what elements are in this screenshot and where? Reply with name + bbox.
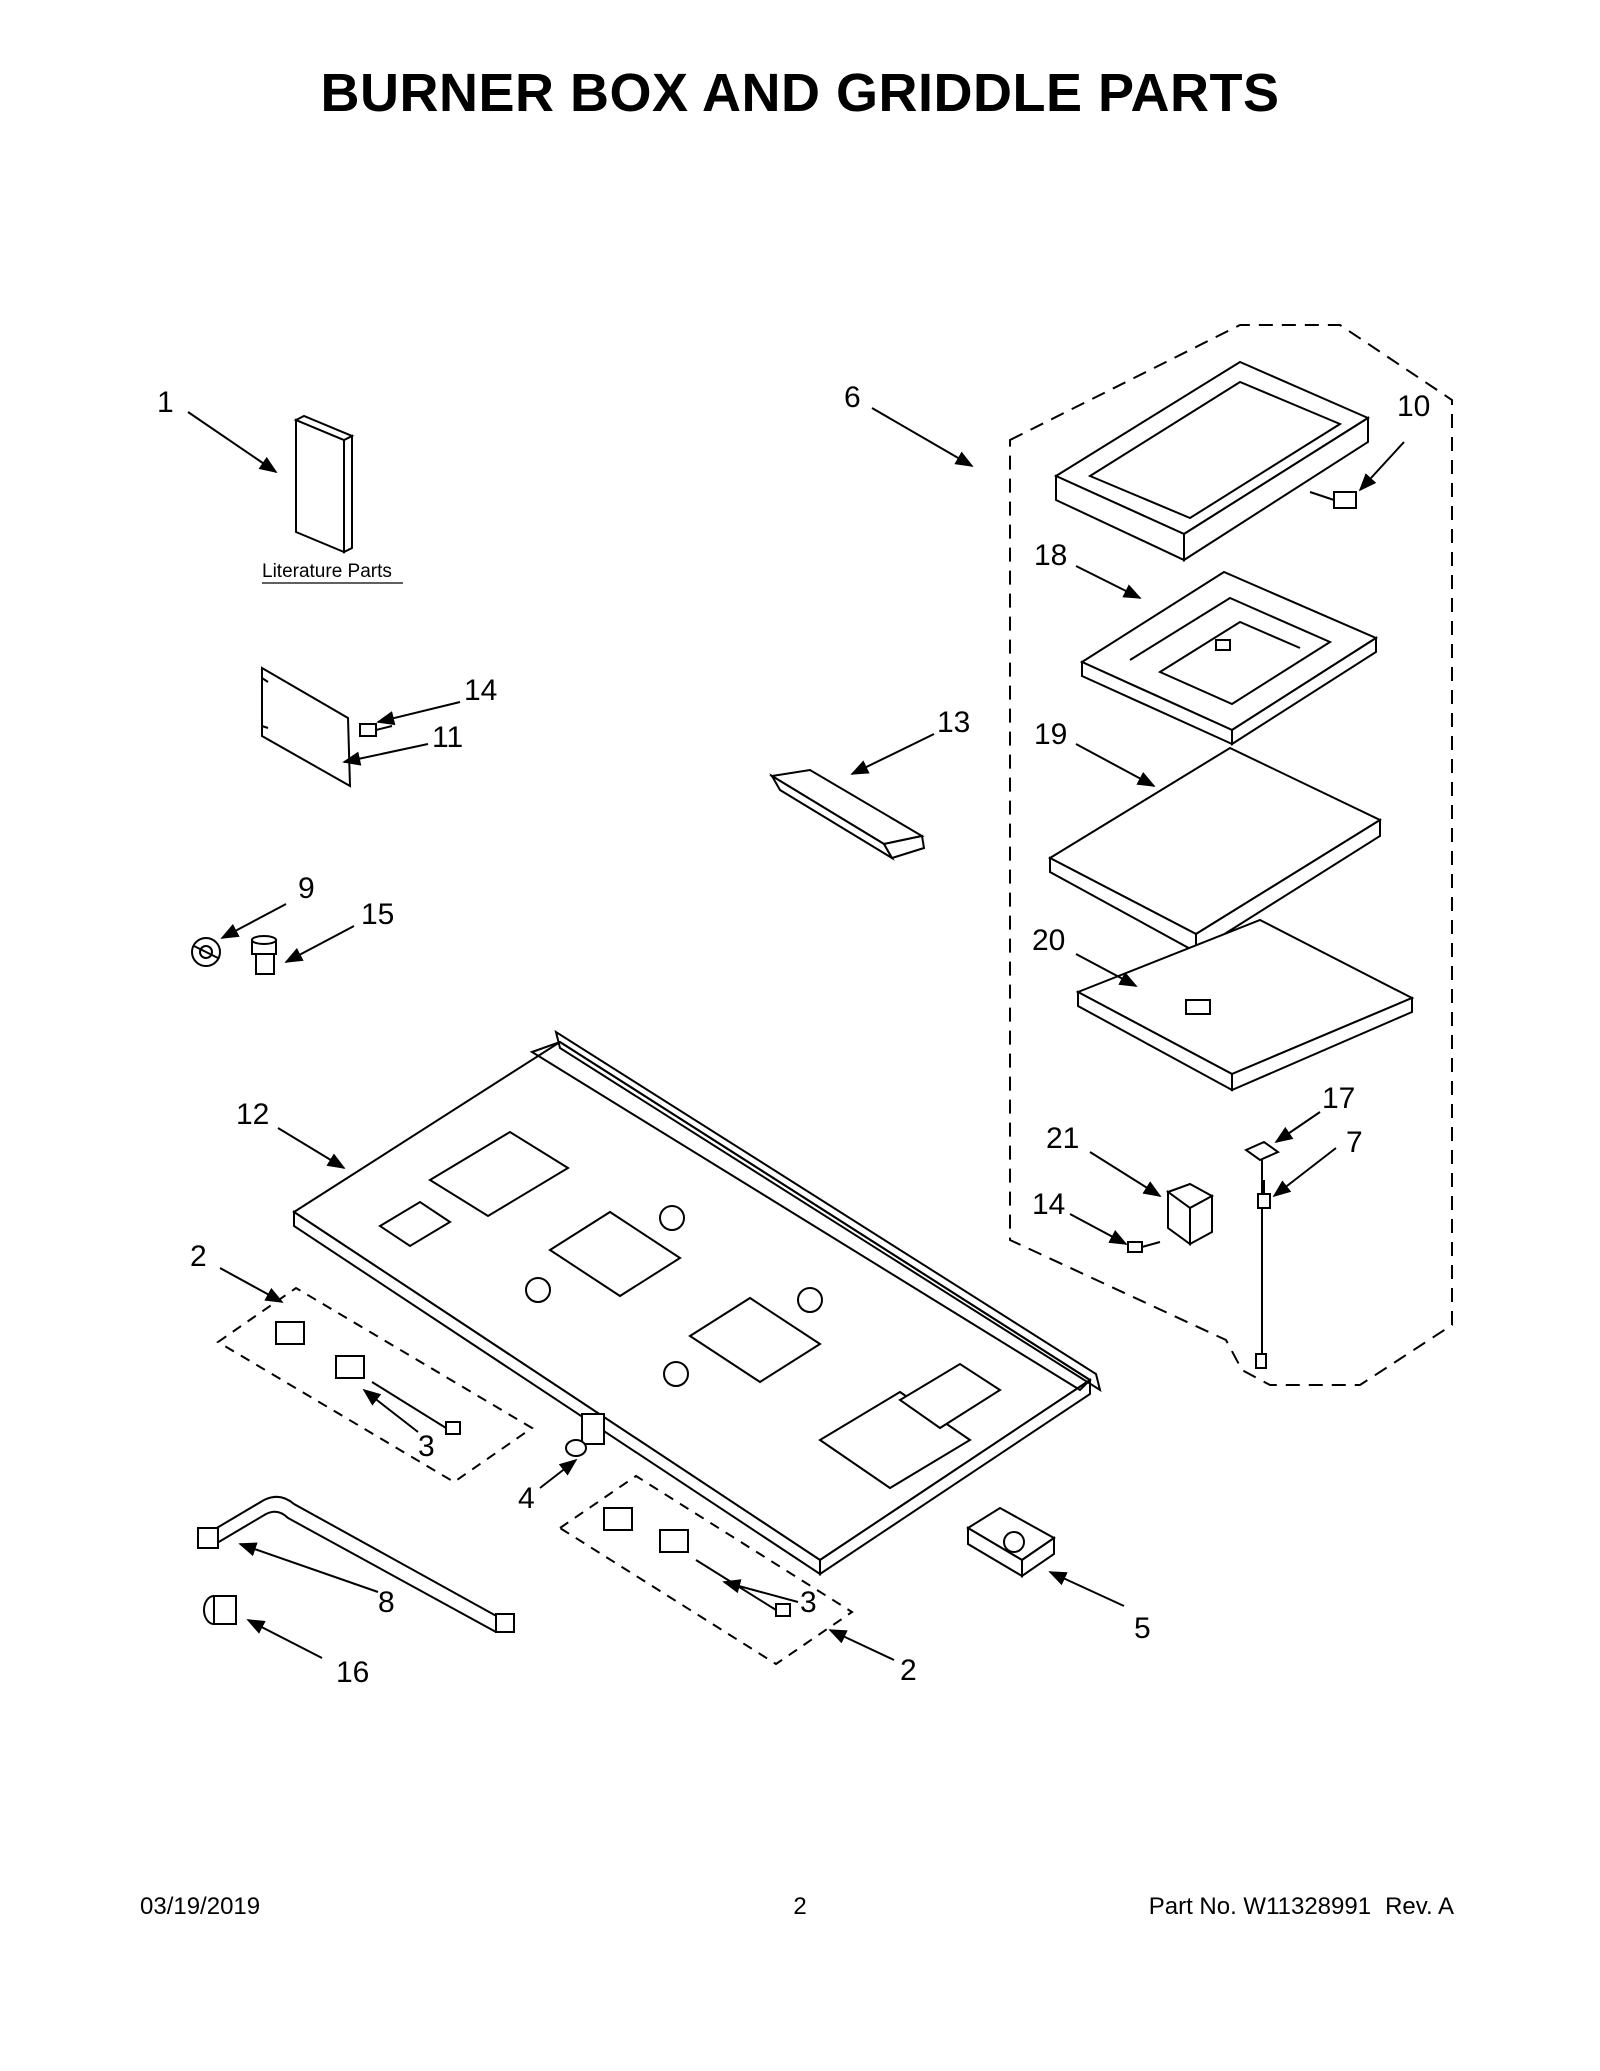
callout-16: 16 xyxy=(336,1656,369,1689)
page-title: BURNER BOX AND GRIDDLE PARTS xyxy=(320,63,1280,123)
part-12-burner-box xyxy=(292,1029,1102,1576)
callout-2-right: 2 xyxy=(900,1654,917,1687)
revision: Rev. A xyxy=(1385,1893,1454,1920)
griddle-assembly-boundary xyxy=(1009,324,1453,1386)
part-18-heating-element xyxy=(1079,570,1379,746)
part-15-fitting xyxy=(251,935,277,975)
part-5-spark-module xyxy=(966,1506,1056,1578)
callout-19: 19 xyxy=(1034,718,1067,751)
part-14-screw-lower xyxy=(1127,1241,1161,1253)
footer-part-number: Part No. W11328991 Rev. A xyxy=(1149,1893,1454,1921)
part-20-griddle-pan xyxy=(1075,918,1415,1092)
callout-17: 17 xyxy=(1322,1082,1355,1115)
leader-arrows xyxy=(187,407,1405,1661)
callout-11: 11 xyxy=(432,721,463,754)
callout-18: 18 xyxy=(1034,539,1067,572)
burner-valve-cluster xyxy=(525,1205,823,1387)
valve-assembly-boundary-right xyxy=(558,1474,854,1666)
part-11-bracket-plate xyxy=(261,666,352,788)
callout-10: 10 xyxy=(1397,390,1430,423)
callout-2-left: 2 xyxy=(190,1240,207,1273)
callout-8: 8 xyxy=(378,1586,395,1619)
part-number: Part No. W11328991 xyxy=(1148,1893,1372,1920)
footer-date: 03/19/2019 xyxy=(140,1893,261,1920)
part-21-bracket xyxy=(1165,1182,1215,1246)
part-1-literature-booklet xyxy=(293,414,355,554)
part-9-orifice-cap xyxy=(191,937,221,967)
part-10-griddle-plate xyxy=(1053,360,1371,562)
part-3-wire-harness-left xyxy=(275,1321,461,1435)
callout-15: 15 xyxy=(361,898,394,931)
callout-9: 9 xyxy=(298,872,315,905)
part-4-regulator xyxy=(565,1413,605,1457)
part-10-screw xyxy=(1309,491,1357,509)
footer-page-number: 2 xyxy=(793,1893,807,1920)
callout-5: 5 xyxy=(1134,1612,1151,1645)
part-13-drip-tray xyxy=(769,768,926,861)
part-16-fitting xyxy=(203,1595,237,1625)
part-7-screw xyxy=(1257,1180,1271,1209)
callout-14-upper: 14 xyxy=(464,674,497,707)
callout-12: 12 xyxy=(236,1098,269,1131)
callout-6: 6 xyxy=(844,381,861,414)
callout-4: 4 xyxy=(518,1482,535,1515)
callout-3-left: 3 xyxy=(418,1430,435,1463)
part-14-screw-upper xyxy=(359,723,393,737)
callout-13: 13 xyxy=(937,706,970,739)
callout-14-lower: 14 xyxy=(1032,1188,1065,1221)
part-19-insulation xyxy=(1047,746,1383,954)
part-17-temperature-probe xyxy=(1243,1140,1281,1369)
callout-7: 7 xyxy=(1346,1126,1363,1159)
callout-3-right: 3 xyxy=(800,1586,817,1619)
literature-parts-label: Literature Parts xyxy=(262,561,392,582)
callout-1: 1 xyxy=(157,386,174,419)
callout-21: 21 xyxy=(1046,1122,1079,1155)
part-8-gas-tube xyxy=(197,1495,515,1633)
callout-20: 20 xyxy=(1032,924,1065,957)
valve-assembly-boundary-left xyxy=(216,1286,534,1484)
